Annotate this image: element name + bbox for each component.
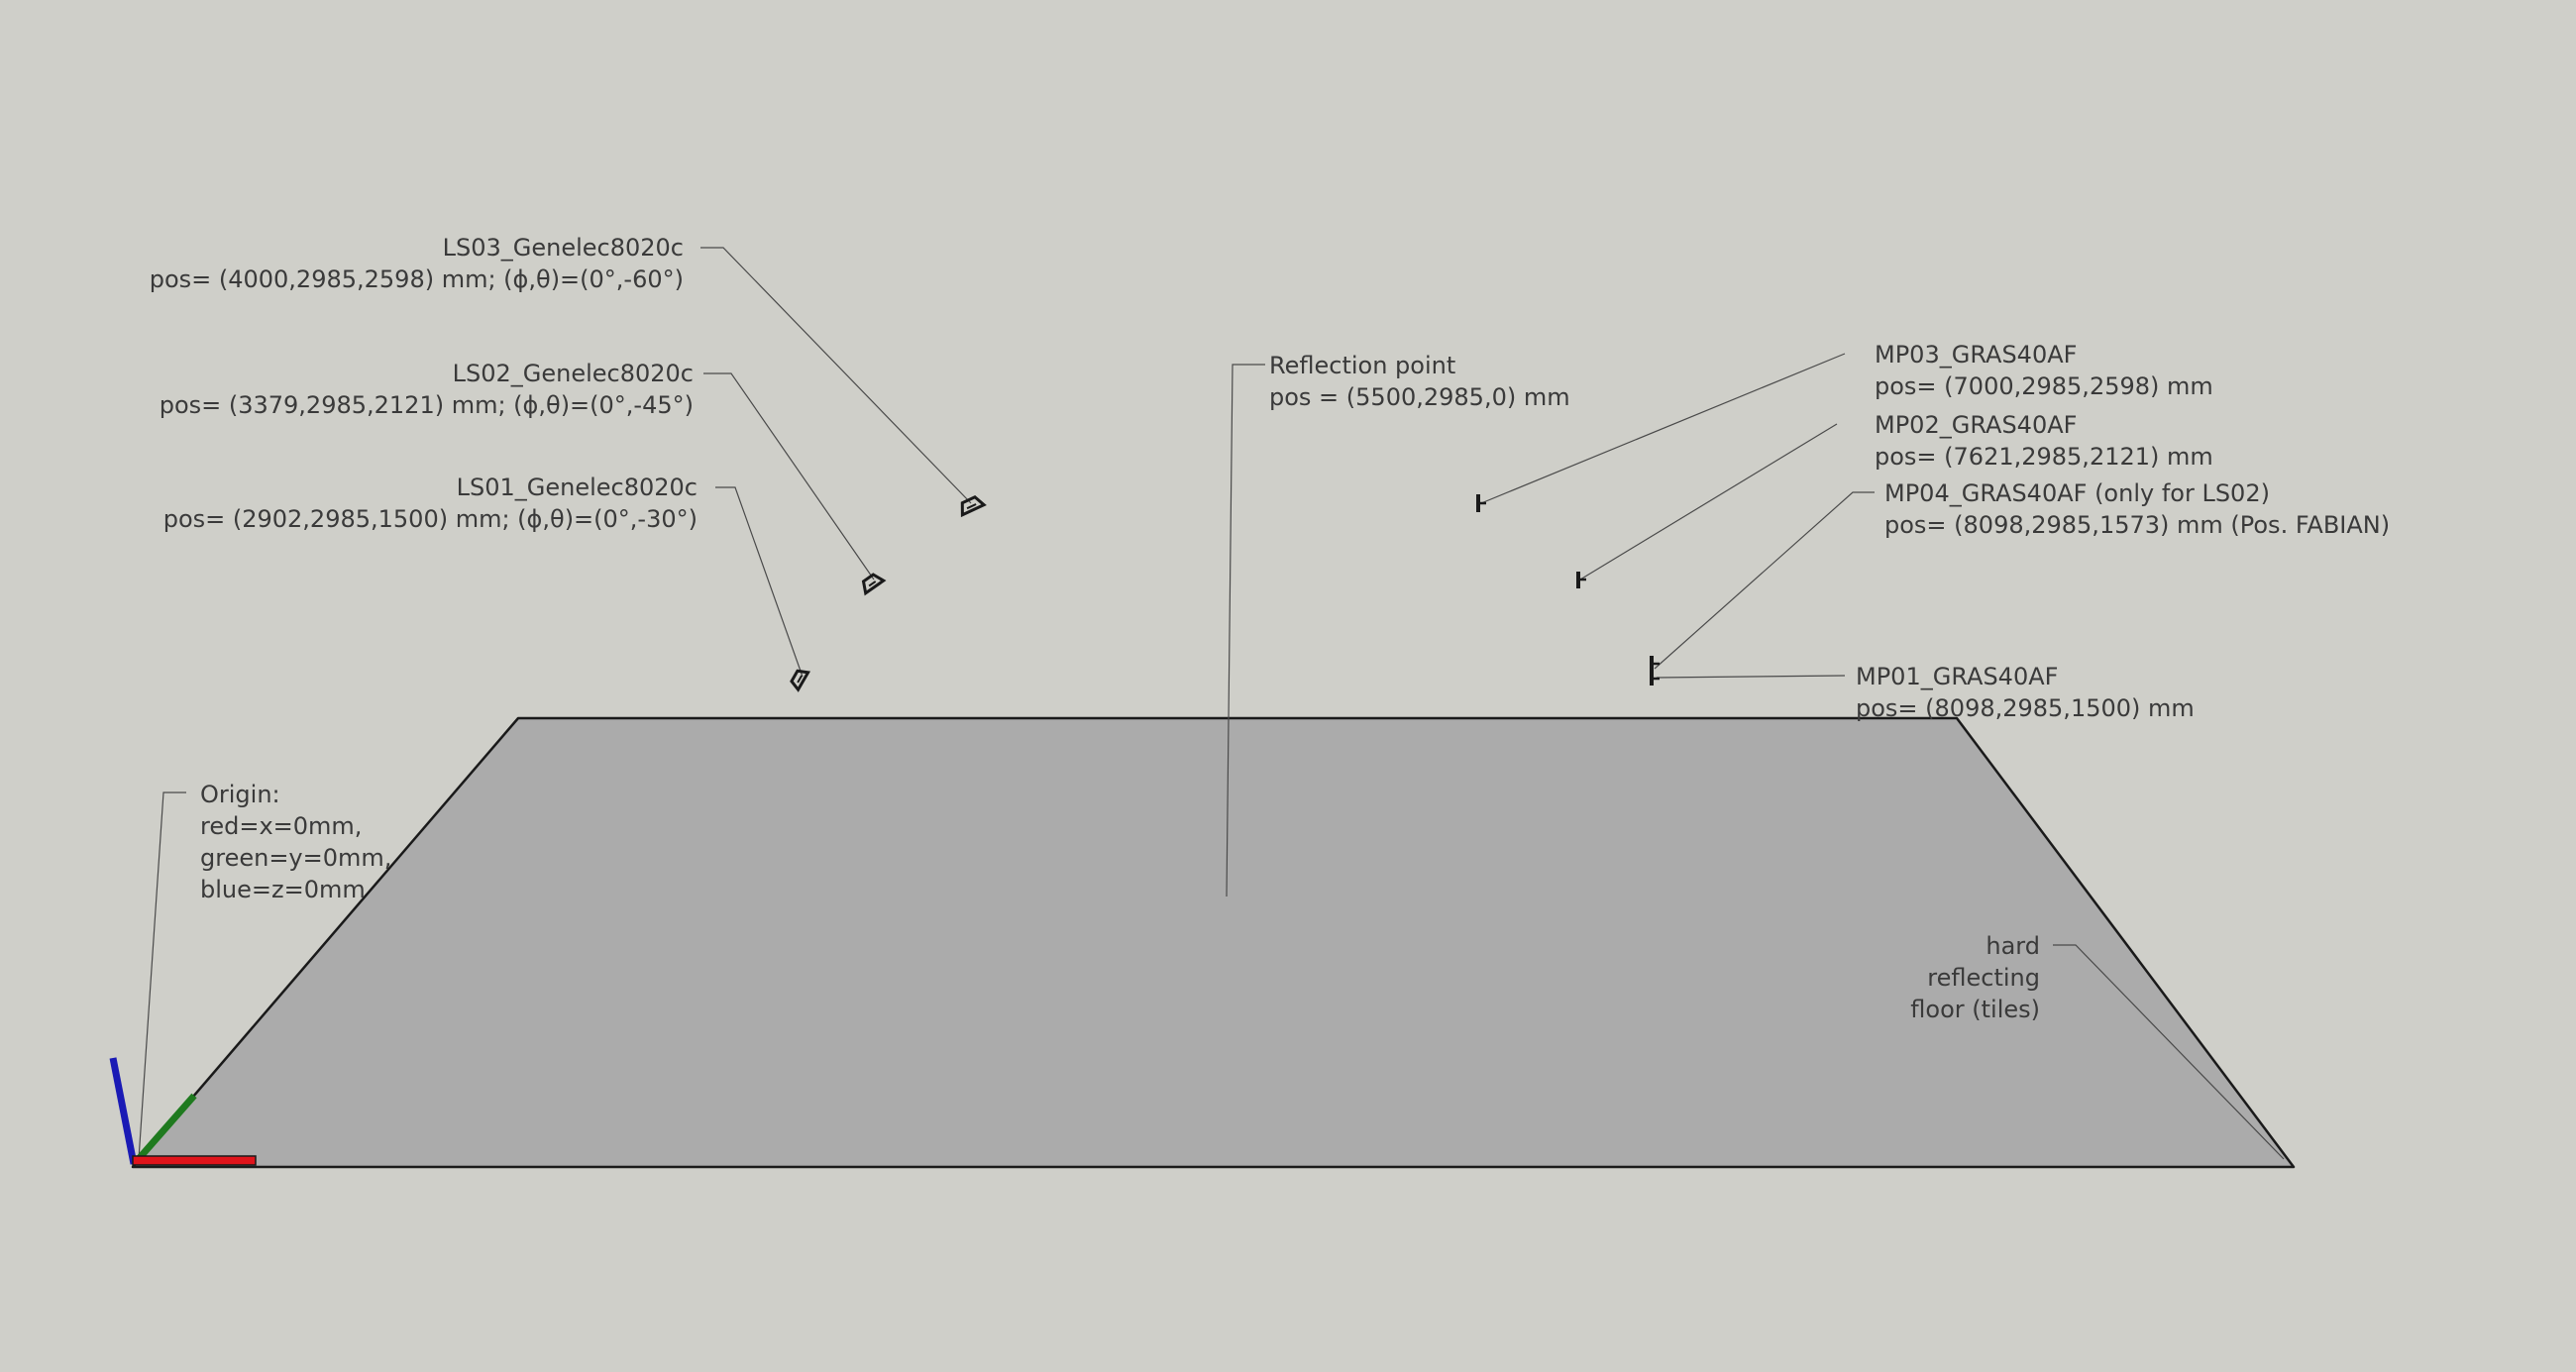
ls01-position: pos= (2902,2985,1500) mm; (ϕ,θ)=(0°,-30°…: [162, 505, 698, 533]
mp04-leader-line: [1654, 491, 1875, 670]
ls02-title: LS02_Genelec8020c: [452, 360, 694, 387]
axis-y-green: [134, 1093, 197, 1164]
origin-leader-line: [138, 792, 186, 1160]
ls03-position: pos= (4000,2985,2598) mm; (ϕ,θ)=(0°,-60°…: [149, 265, 684, 293]
ls03-speaker-icon: [960, 495, 987, 518]
ls01-leader-line: [715, 486, 804, 678]
origin-axes: [109, 1057, 257, 1166]
mp03-position: pos= (7000,2985,2598) mm: [1875, 372, 2213, 400]
floor-plane: [131, 716, 2296, 1169]
ls03-title: LS03_Genelec8020c: [442, 234, 684, 262]
mp03-leader-line: [1480, 353, 1846, 504]
mp03-label: MP03_GRAS40AF pos= (7000,2985,2598) mm: [1875, 339, 2213, 402]
mp04-label: MP04_GRAS40AF (only for LS02) pos= (8098…: [1884, 477, 2390, 541]
leader-lines: [138, 247, 2285, 1160]
mp02-leader-line: [1579, 423, 1838, 580]
floor-line-1: hard: [1986, 932, 2040, 960]
origin-line-4: blue=z=0mm: [200, 876, 366, 903]
mp03-title: MP03_GRAS40AF: [1875, 341, 2078, 369]
origin-line-2: red=x=0mm,: [200, 812, 363, 840]
mp01-title: MP01_GRAS40AF: [1856, 663, 2059, 690]
mp01-leader-line: [1656, 675, 1846, 679]
mp02-position: pos= (7621,2985,2121) mm: [1875, 443, 2213, 471]
mp01-microphone-icon: [1650, 672, 1660, 686]
origin-line-1: Origin:: [200, 781, 280, 808]
mp04-microphone-icon: [1650, 656, 1660, 672]
mp02-label: MP02_GRAS40AF pos= (7621,2985,2121) mm: [1875, 409, 2213, 473]
mp04-position: pos= (8098,2985,1573) mm (Pos. FABIAN): [1884, 511, 2391, 539]
mp02-microphone-icon: [1576, 572, 1586, 588]
mp03-microphone-icon: [1476, 494, 1486, 512]
origin-line-3: green=y=0mm,: [200, 844, 392, 872]
reflection-position: pos = (5500,2985,0) mm: [1269, 383, 1570, 411]
reflection-label: Reflection point pos = (5500,2985,0) mm: [1269, 350, 1570, 413]
ls03-leader-line: [700, 247, 972, 504]
mp02-title: MP02_GRAS40AF: [1875, 411, 2078, 439]
ls02-label: LS02_Genelec8020c pos= (3379,2985,2121) …: [160, 358, 694, 421]
axis-z-blue: [109, 1057, 138, 1165]
ls01-label: LS01_Genelec8020c pos= (2902,2985,1500) …: [163, 472, 698, 535]
ls02-speaker-icon: [861, 573, 887, 596]
ls03-label: LS03_Genelec8020c pos= (4000,2985,2598) …: [150, 232, 684, 295]
mp01-position: pos= (8098,2985,1500) mm: [1856, 694, 2195, 722]
mp04-title: MP04_GRAS40AF (only for LS02): [1884, 479, 2270, 507]
floor-leader-line: [2053, 944, 2285, 1160]
floor-line-3: floor (tiles): [1910, 996, 2040, 1023]
ls02-position: pos= (3379,2985,2121) mm; (ϕ,θ)=(0°,-45°…: [159, 391, 694, 419]
floor-line-2: reflecting: [1927, 964, 2040, 992]
ls02-leader-line: [703, 372, 875, 580]
origin-label: Origin: red=x=0mm, green=y=0mm, blue=z=0…: [200, 779, 391, 905]
mp01-label: MP01_GRAS40AF pos= (8098,2985,1500) mm: [1856, 661, 2195, 724]
ls01-title: LS01_Genelec8020c: [456, 474, 698, 501]
floor-label: hard reflecting floor (tiles): [1910, 930, 2040, 1025]
ls01-speaker-icon: [790, 669, 811, 692]
axis-x-red: [132, 1155, 257, 1166]
reflection-title: Reflection point: [1269, 352, 1456, 379]
reflection-leader-line: [1226, 364, 1265, 897]
